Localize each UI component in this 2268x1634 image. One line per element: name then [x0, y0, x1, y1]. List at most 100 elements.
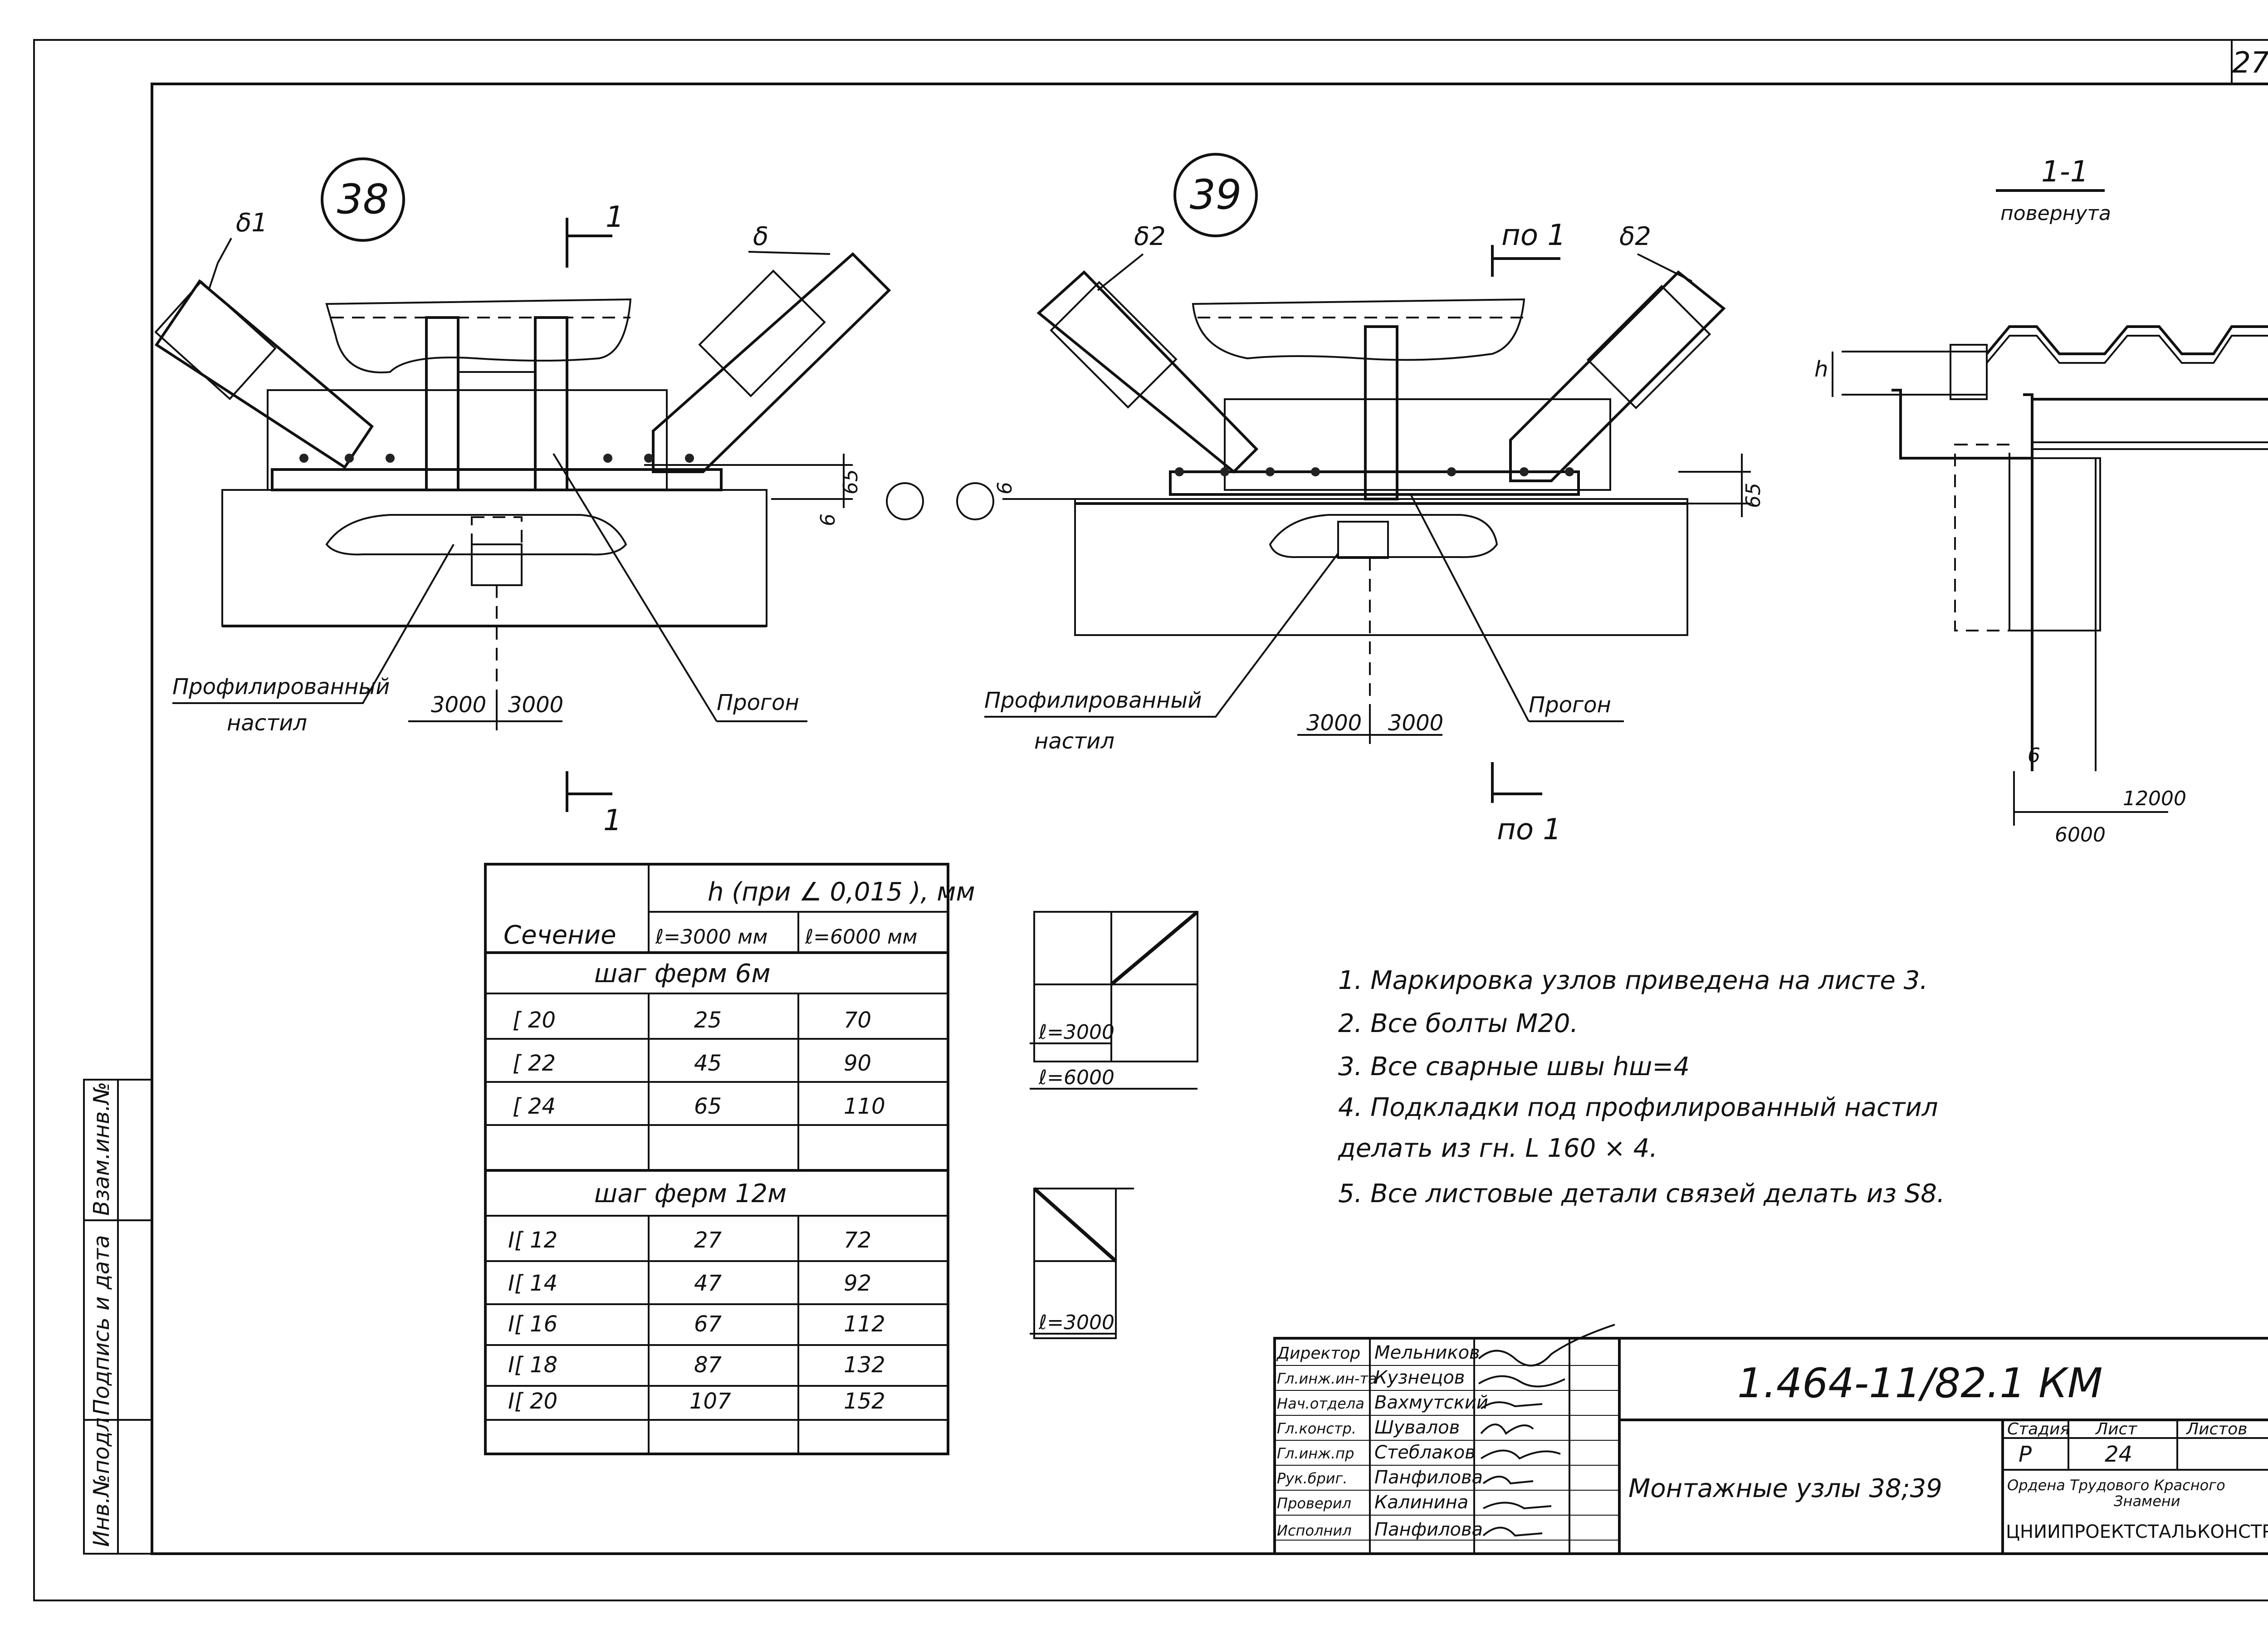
- node-38-label-purlin: Прогон: [717, 690, 799, 715]
- svg-text:90: 90: [844, 1051, 871, 1076]
- scheme-1: ℓ=3000 ℓ=6000: [1030, 910, 1199, 1090]
- svg-text:72: 72: [844, 1228, 871, 1253]
- scheme2-l1: ℓ=3000: [1038, 1311, 1114, 1334]
- node-39-dim-left: 3000: [1306, 710, 1362, 736]
- node-39-section-bottom: по 1: [1497, 813, 1561, 846]
- scheme1-l1: ℓ=3000: [1038, 1021, 1114, 1044]
- svg-text:[ 22: [ 22: [513, 1051, 556, 1076]
- section-subtitle: повернута: [2000, 202, 2111, 225]
- node-39-circle: [1173, 153, 1258, 237]
- org-line-2: Знамени: [2114, 1492, 2180, 1510]
- note-4: 4. Подкладки под профилированный настил: [1338, 1093, 1938, 1122]
- table-header-l6000: ℓ=6000 мм: [805, 925, 917, 949]
- svg-text:112: 112: [844, 1311, 885, 1337]
- svg-text:Нач.отдела: Нач.отдела: [1277, 1395, 1364, 1412]
- connector-circle-right: [956, 482, 994, 520]
- svg-text:Стеблаков: Стеблаков: [1374, 1442, 1476, 1463]
- section-h-label: h: [1814, 357, 1828, 382]
- table-row: I[ 20 107 152: [508, 1389, 885, 1414]
- signature-row: Гл.констр. Шувалов: [1277, 1417, 1460, 1438]
- node-39-label-purlin: Прогон: [1529, 692, 1611, 718]
- node-38-section-bottom: 1: [603, 804, 622, 837]
- svg-text:[ 24: [ 24: [513, 1094, 556, 1119]
- svg-text:Шувалов: Шувалов: [1374, 1417, 1460, 1438]
- node-39-dim-6: 6: [993, 482, 1017, 494]
- node-38-dim-left: 3000: [431, 692, 486, 718]
- node-38-dim-right: 3000: [508, 692, 563, 718]
- node-38-label: 38: [337, 176, 389, 223]
- node-38-dim-65: 65: [839, 469, 862, 494]
- node-38-drawing: 38 1 1 δ1: [154, 157, 891, 837]
- section-table: Сечение h (при ∠ 0,015 ), мм ℓ=3000 мм ℓ…: [484, 863, 975, 1455]
- node-38-dim-6: 6: [816, 514, 840, 526]
- svg-text:Кузнецов: Кузнецов: [1374, 1367, 1465, 1388]
- table-row: [ 20 25 70: [513, 1008, 871, 1033]
- section-dim-6000: 6000: [2055, 823, 2106, 846]
- node-38-label-deck-1: Профилированный: [172, 674, 390, 700]
- svg-text:Калинина: Калинина: [1374, 1492, 1468, 1513]
- svg-text:110: 110: [844, 1094, 885, 1119]
- node-39-drawing: 39 по 1 по 1 δ2 δ2 6: [984, 153, 1765, 846]
- svg-text:47: 47: [694, 1271, 722, 1296]
- svg-text:152: 152: [844, 1389, 885, 1414]
- sheet-label: Лист: [2095, 1420, 2137, 1438]
- svg-text:Гл.инж.пр: Гл.инж.пр: [1277, 1445, 1354, 1462]
- svg-text:Панфилова: Панфилова: [1374, 1519, 1483, 1540]
- svg-text:[ 20: [ 20: [513, 1008, 556, 1033]
- connector-circle-left: [886, 482, 924, 520]
- node-39-label-deck-2: настил: [1034, 729, 1114, 754]
- svg-text:70: 70: [844, 1008, 871, 1033]
- drawing-title: Монтажные узлы 38;39: [1628, 1474, 1942, 1503]
- inner-frame: [151, 83, 2268, 1555]
- svg-text:Панфилова: Панфилова: [1374, 1467, 1483, 1488]
- stage-label: Стадия: [2007, 1420, 2070, 1438]
- node-39-label-deck-1: Профилированный: [984, 688, 1202, 713]
- signature-row: Нач.отдела Вахмутский: [1277, 1392, 1488, 1413]
- stage-value: Р: [2019, 1442, 2032, 1467]
- section-dim-12000: 12000: [2123, 787, 2186, 810]
- table-group2-title: шаг ферм 12м: [594, 1179, 787, 1208]
- svg-text:Проверил: Проверил: [1277, 1495, 1351, 1512]
- signature-row: Гл.инж.ин-та Кузнецов: [1277, 1367, 1465, 1388]
- org-line-1: Ордена Трудового Красного: [2007, 1477, 2225, 1494]
- signature-row: Директор Мельников: [1276, 1342, 1480, 1363]
- signature-row: Исполнил Панфилова: [1277, 1519, 1483, 1540]
- svg-text:Мельников: Мельников: [1374, 1342, 1480, 1363]
- svg-text:92: 92: [844, 1271, 871, 1296]
- svg-text:25: 25: [694, 1008, 722, 1033]
- table-row: [ 22 45 90: [513, 1051, 871, 1076]
- table-row: I[ 16 67 112: [508, 1311, 885, 1337]
- signature-row: Гл.инж.пр Стеблаков: [1277, 1442, 1476, 1463]
- svg-text:Рук.бриг.: Рук.бриг.: [1277, 1470, 1348, 1487]
- title-block: Директор Мельников Гл.инж.ин-та Кузнецов…: [1273, 1324, 2268, 1555]
- sheet-value: 24: [2105, 1442, 2132, 1467]
- table-row: [ 24 65 110: [513, 1094, 885, 1119]
- section-dim-6: 6: [2028, 744, 2040, 767]
- note-5: 5. Все листовые детали связей делать из …: [1338, 1179, 1945, 1208]
- svg-text:132: 132: [844, 1352, 885, 1378]
- page-number-box: [2231, 39, 2268, 85]
- node-38-delta-left: δ1: [236, 208, 268, 238]
- scheme1-l2: ℓ=6000: [1038, 1066, 1114, 1089]
- table-header-l3000: ℓ=3000 мм: [655, 925, 767, 949]
- node-39-delta-left: δ2: [1134, 222, 1166, 251]
- svg-text:87: 87: [694, 1352, 722, 1378]
- svg-text:I[ 14: I[ 14: [508, 1271, 557, 1296]
- svg-text:107: 107: [689, 1389, 731, 1414]
- table-header-h: h (при ∠ 0,015 ), мм: [708, 877, 975, 907]
- outer-frame: [33, 39, 2268, 1601]
- node-38-delta-right: δ: [753, 222, 768, 251]
- note-1: 1. Маркировка узлов приведена на листе 3…: [1338, 966, 1928, 995]
- svg-text:I[ 12: I[ 12: [508, 1228, 557, 1253]
- signature-row: Рук.бриг. Панфилова: [1277, 1467, 1483, 1488]
- node-39-dim-right: 3000: [1388, 710, 1443, 736]
- note-4-cont: делать из гн. L 160 × 4.: [1338, 1134, 1657, 1163]
- notes: 1. Маркировка узлов приведена на листе 3…: [1338, 966, 1945, 1208]
- node-38-circle: [321, 157, 405, 242]
- handwritten-signatures: [1478, 1324, 1615, 1537]
- scheme-2: ℓ=3000: [1030, 1187, 1134, 1339]
- note-2: 2. Все болты М20.: [1338, 1009, 1578, 1038]
- svg-text:I[ 20: I[ 20: [508, 1389, 557, 1414]
- svg-text:Гл.констр.: Гл.констр.: [1277, 1420, 1356, 1437]
- table-row: I[ 14 47 92: [508, 1271, 871, 1296]
